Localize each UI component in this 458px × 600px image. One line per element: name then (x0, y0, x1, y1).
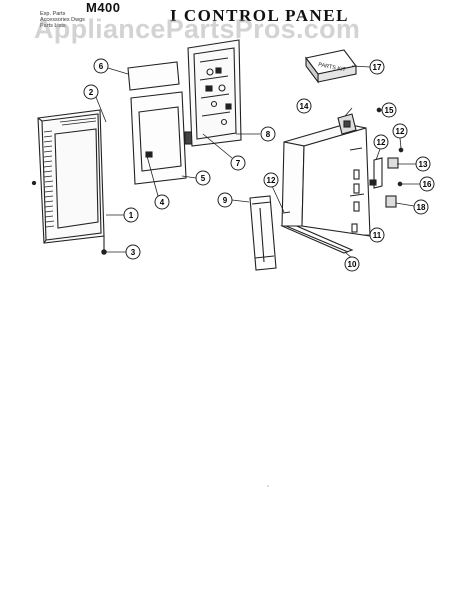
callout-14: 13 (415, 156, 431, 172)
side-note-line-2: Accessories Dwgs (40, 17, 85, 23)
svg-text:11: 11 (373, 231, 382, 240)
window-glass-part (127, 61, 180, 91)
svg-text:6: 6 (99, 62, 104, 71)
svg-text:3: 3 (131, 248, 136, 257)
side-note-line-1: Exp. Parts (40, 11, 66, 17)
frame-vent-slots (43, 117, 97, 228)
screw-part-16b (397, 181, 403, 187)
callout-16-top: 15 (381, 102, 397, 118)
control-housing-part (281, 123, 371, 237)
callout-4: 4 (154, 194, 170, 210)
control-board-bracket-part (187, 39, 242, 147)
svg-text:9: 9 (223, 196, 228, 205)
svg-text:15: 15 (385, 106, 394, 115)
panel-board-part (130, 91, 187, 185)
ribbon-strip-part (249, 195, 277, 271)
side-note-line-3: Parts Lists (40, 23, 66, 29)
callout-9: 9 (217, 192, 233, 208)
callout-6: 6 (93, 58, 109, 74)
callout-8: 8 (260, 126, 276, 142)
switch-bracket-part (369, 157, 383, 189)
callout-18: 18 (413, 199, 429, 215)
svg-text:12: 12 (396, 127, 405, 136)
callout-15: 14 (296, 98, 312, 114)
svg-text:2: 2 (89, 88, 94, 97)
callout-1: 1 (123, 207, 139, 223)
watermark-logo: AppliancePartsPros.com (34, 14, 361, 44)
callout-17: 17 (369, 59, 385, 75)
callout-2: 2 (83, 84, 99, 100)
callout-11: 11 (369, 227, 385, 243)
diagram-title: I CONTROL PANEL (170, 6, 349, 25)
clip-part (282, 211, 291, 214)
svg-text:13: 13 (419, 160, 428, 169)
svg-text:12: 12 (267, 176, 276, 185)
scan-speck (267, 485, 269, 487)
leader-lines (95, 65, 420, 259)
svg-text:1: 1 (129, 211, 134, 220)
callout-3: 3 (125, 244, 141, 260)
callout-16-right: 16 (419, 176, 435, 192)
svg-text:18: 18 (417, 203, 426, 212)
model-number: M400 (86, 0, 121, 15)
svg-text:8: 8 (266, 130, 271, 139)
module-part (337, 113, 357, 135)
svg-text:10: 10 (348, 260, 357, 269)
svg-text:4: 4 (160, 198, 165, 207)
switch-part-2 (385, 195, 397, 208)
callout-12-right: 12 (392, 123, 408, 139)
callout-group: 6 2 1 3 4 5 7 8 9 12 10 11 12 12 13 16 1… (83, 58, 435, 272)
screw-part (101, 236, 107, 255)
callout-12: 12 (263, 172, 279, 188)
callout-5: 5 (195, 170, 211, 186)
svg-text:14: 14 (300, 102, 309, 111)
svg-text:17: 17 (373, 63, 382, 72)
callout-13: 12 (373, 134, 389, 150)
svg-text:5: 5 (201, 174, 206, 183)
screw-part-12b (398, 147, 404, 153)
callout-7: 7 (230, 155, 246, 171)
callout-10: 10 (344, 256, 360, 272)
svg-text:16: 16 (423, 180, 432, 189)
svg-text:7: 7 (236, 159, 241, 168)
frame-clip-dot (31, 180, 37, 186)
switch-part (387, 157, 399, 169)
svg-text:12: 12 (377, 138, 386, 147)
parts-kit-box (305, 49, 357, 84)
parts-kit-text: PARTS KIT (318, 62, 347, 73)
